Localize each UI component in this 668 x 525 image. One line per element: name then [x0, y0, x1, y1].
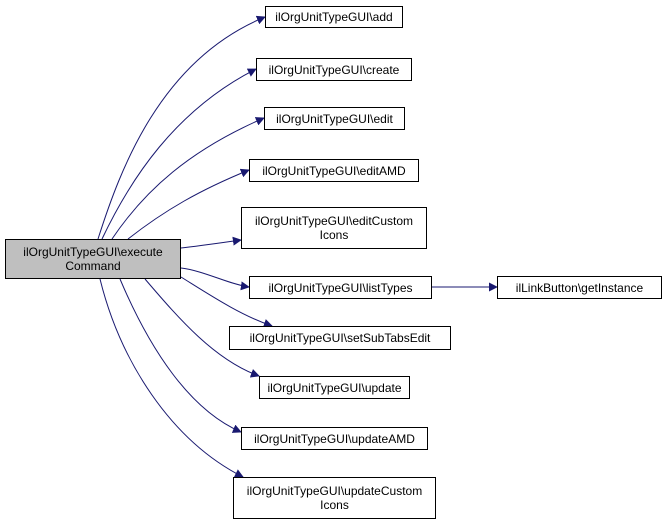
edge-execute-to-editAMD — [127, 168, 250, 240]
node-label: ilOrgUnitTypeGUI\edit — [276, 111, 393, 126]
node-label: ilOrgUnitTypeGUI\editAMD — [262, 163, 406, 178]
node-edit-amd[interactable]: ilOrgUnitTypeGUI\editAMD — [249, 159, 419, 182]
node-execute-command[interactable]: ilOrgUnitTypeGUI\execute Command — [5, 239, 181, 279]
node-label: ilOrgUnitTypeGUI\update — [267, 380, 402, 395]
node-list-types[interactable]: ilOrgUnitTypeGUI\listTypes — [249, 276, 432, 299]
edge-layer — [97, 15, 498, 478]
node-label-line: ilOrgUnitTypeGUI\editCustom — [254, 214, 414, 228]
edge-execute-to-setSubTabsEdit — [180, 276, 273, 328]
edge-execute-to-updateCustomIcons — [99, 278, 244, 478]
node-update-custom-icons[interactable]: ilOrgUnitTypeGUI\updateCustom Icons — [233, 477, 436, 519]
node-create[interactable]: ilOrgUnitTypeGUI\create — [256, 58, 412, 81]
node-label: ilOrgUnitTypeGUI\listTypes — [268, 280, 413, 295]
edge-execute-to-add — [97, 15, 266, 240]
node-update-amd[interactable]: ilOrgUnitTypeGUI\updateAMD — [241, 427, 428, 450]
node-label-line: Command — [65, 259, 121, 273]
node-label-line: ilOrgUnitTypeGUI\execute — [23, 245, 163, 259]
node-label: ilOrgUnitTypeGUI\add — [275, 10, 393, 24]
node-label: ilOrgUnitTypeGUI\create — [268, 62, 400, 77]
edge-execute-to-update — [144, 278, 260, 378]
node-label-line: Icons — [319, 228, 349, 242]
edge-execute-to-updateAMD — [119, 278, 242, 433]
edge-execute-to-editCustomIcons — [180, 236, 242, 249]
node-label-line: Icons — [320, 498, 349, 512]
node-add[interactable]: ilOrgUnitTypeGUI\add — [265, 6, 403, 28]
node-update[interactable]: ilOrgUnitTypeGUI\update — [259, 376, 410, 399]
node-edit[interactable]: ilOrgUnitTypeGUI\edit — [264, 107, 405, 130]
node-label-line: ilOrgUnitTypeGUI\updateCustom — [246, 484, 423, 498]
node-label: ilOrgUnitTypeGUI\setSubTabsEdit — [249, 331, 431, 345]
node-get-instance[interactable]: ilLinkButton\getInstance — [497, 276, 662, 299]
edge-execute-to-create — [101, 68, 257, 240]
node-edit-custom-icons[interactable]: ilOrgUnitTypeGUI\editCustom Icons — [241, 207, 427, 249]
node-set-sub-tabs-edit[interactable]: ilOrgUnitTypeGUI\setSubTabsEdit — [229, 326, 451, 350]
node-label: ilOrgUnitTypeGUI\updateAMD — [254, 431, 415, 446]
node-label: ilLinkButton\getInstance — [515, 280, 644, 295]
edge-execute-to-listTypes — [180, 267, 250, 291]
edge-execute-to-edit — [111, 117, 265, 240]
